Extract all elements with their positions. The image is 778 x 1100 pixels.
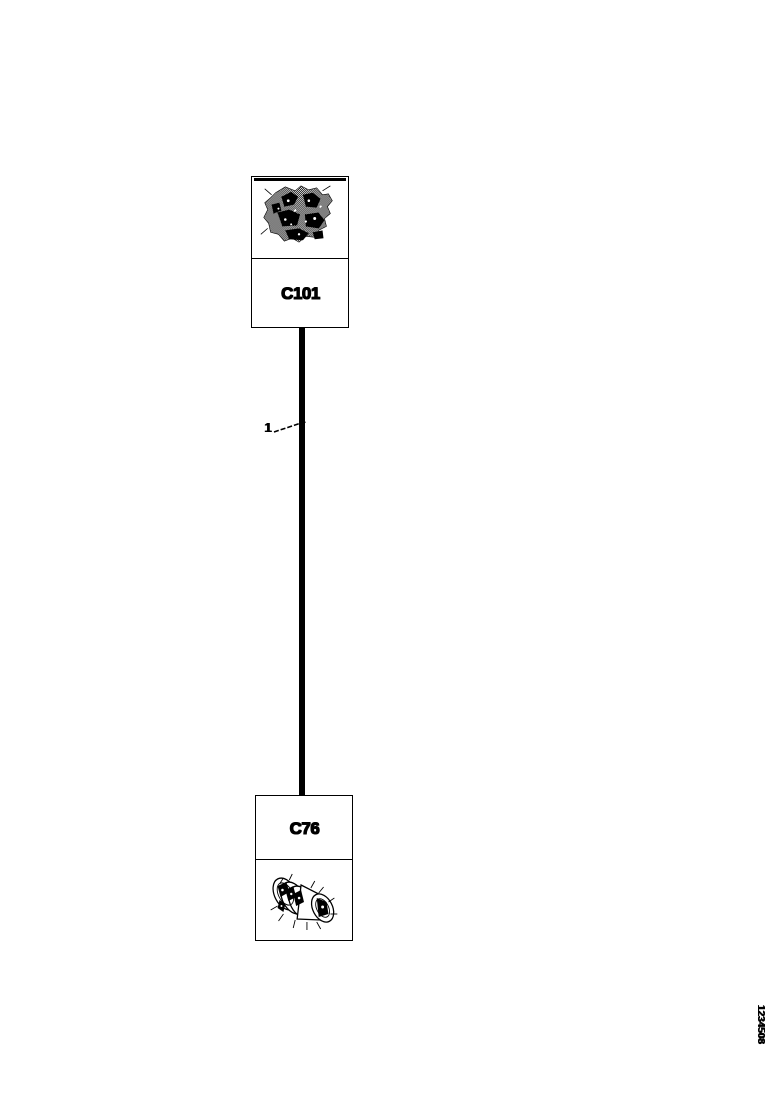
connector-label-c101: C101 (280, 283, 320, 303)
callout-number-label: 1 (264, 420, 272, 435)
connector-photo-cell-c76 (256, 860, 352, 940)
callout-leader-line-icon (273, 421, 307, 433)
callout-1: 1 (264, 418, 308, 442)
connector-label-c76: C76 (289, 818, 319, 837)
connector-photo-c101-icon (260, 185, 333, 243)
sheet-id-text: 1234508 (755, 1004, 766, 1044)
connector-block-c76[interactable]: C76 (255, 795, 353, 941)
connector-label-cell-c76: C76 (256, 796, 352, 860)
connector-photo-c76-icon (270, 873, 338, 930)
connector-label-cell-c101: C101 (252, 259, 348, 327)
wire-c101-to-c76[interactable] (299, 328, 305, 796)
connector-block-c101[interactable]: C101 (251, 176, 349, 328)
photo-top-rule (254, 178, 346, 181)
connector-photo-cell-c101 (252, 177, 348, 259)
sheet-id-stamp: 1234508 (746, 994, 774, 1054)
